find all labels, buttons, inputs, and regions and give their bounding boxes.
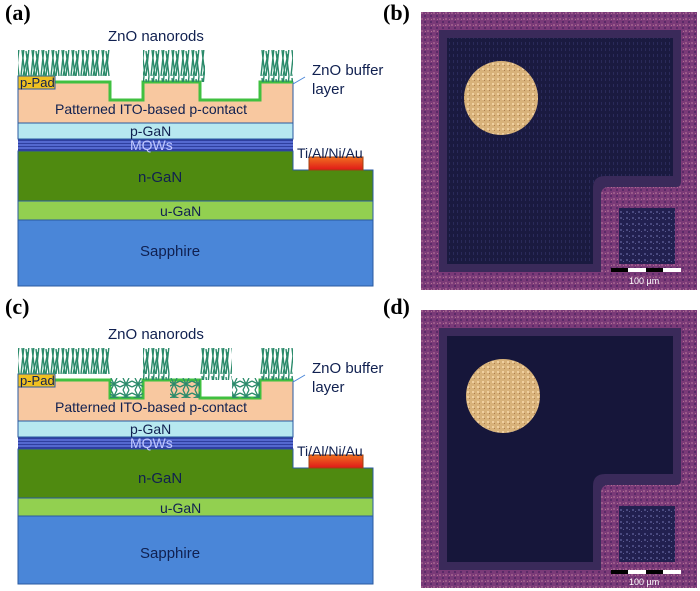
nanorods-cluster-1 bbox=[18, 348, 110, 374]
panel-label-c: (c) bbox=[5, 294, 30, 319]
nanorods-cluster-3 bbox=[200, 50, 205, 82]
n-pad-square bbox=[619, 506, 675, 562]
nanorods-label: ZnO nanorods bbox=[108, 28, 204, 45]
buffer-arrow bbox=[292, 76, 306, 85]
nanorods-label: ZnO nanorods bbox=[108, 326, 204, 343]
nanorods-cluster-2 bbox=[143, 50, 200, 82]
n-gan-label: n-GaN bbox=[138, 470, 182, 487]
p-pad-label: p-Pad bbox=[20, 75, 55, 90]
scale-bar: 100 µm bbox=[611, 570, 681, 587]
nanorods-cluster-4 bbox=[260, 348, 293, 380]
n-gan-label: n-GaN bbox=[138, 169, 182, 186]
buffer-label-2: layer bbox=[312, 379, 345, 396]
u-gan-label: u-GaN bbox=[160, 203, 201, 219]
mqw-label: MQWs bbox=[130, 435, 173, 451]
p-pad-circle bbox=[464, 61, 538, 135]
scale-bar-label: 100 µm bbox=[629, 577, 659, 587]
p-gan-label: p-GaN bbox=[130, 421, 171, 437]
p-pad-circle bbox=[466, 359, 540, 433]
n-contact-label: Ti/Al/Ni/Au bbox=[297, 443, 363, 459]
panel-label-d: (d) bbox=[383, 294, 410, 319]
p-pad-label: p-Pad bbox=[20, 373, 55, 388]
panel-label-a: (a) bbox=[5, 0, 31, 25]
mqw-label: MQWs bbox=[130, 137, 173, 153]
sapphire-label: Sapphire bbox=[140, 545, 200, 562]
panel-label-b: (b) bbox=[383, 0, 410, 25]
nanorods-cluster-1 bbox=[18, 50, 110, 76]
n-contact-label: Ti/Al/Ni/Au bbox=[297, 145, 363, 161]
n-contact bbox=[308, 156, 364, 171]
scale-bar: 100 µm bbox=[611, 268, 681, 286]
n-contact bbox=[308, 454, 364, 469]
tangled-nanorods-1 bbox=[110, 378, 143, 398]
sapphire-layer bbox=[17, 219, 374, 287]
buffer-label-2: layer bbox=[312, 81, 345, 98]
ito-label: Patterned ITO-based p-contact bbox=[55, 101, 247, 117]
schematic-a: Sapphire u-GaN n-GaN MQWs p-GaN Patterne… bbox=[17, 28, 383, 287]
buffer-label-1: ZnO buffer bbox=[312, 360, 383, 377]
micrograph-b: 100 µm bbox=[421, 12, 697, 290]
nanorods-cluster-2 bbox=[143, 348, 170, 380]
p-gan-label: p-GaN bbox=[130, 123, 171, 139]
buffer-arrow bbox=[292, 374, 306, 383]
micrograph-d: 100 µm bbox=[421, 310, 697, 588]
tangled-nanorods-3 bbox=[232, 378, 260, 398]
n-pad-square bbox=[619, 208, 675, 264]
u-gan-label: u-GaN bbox=[160, 500, 201, 516]
scale-bar-label: 100 µm bbox=[629, 276, 659, 286]
schematic-c: Sapphire u-GaN n-GaN MQWs p-GaN Patterne… bbox=[17, 326, 383, 585]
nanorods-cluster-5 bbox=[260, 50, 293, 82]
tangled-nanorods-2 bbox=[170, 378, 200, 398]
buffer-label-1: ZnO buffer bbox=[312, 62, 383, 79]
ito-label: Patterned ITO-based p-contact bbox=[55, 399, 247, 415]
nanorods-cluster-3 bbox=[200, 348, 232, 380]
sapphire-layer bbox=[17, 515, 374, 585]
sapphire-label: Sapphire bbox=[140, 243, 200, 260]
